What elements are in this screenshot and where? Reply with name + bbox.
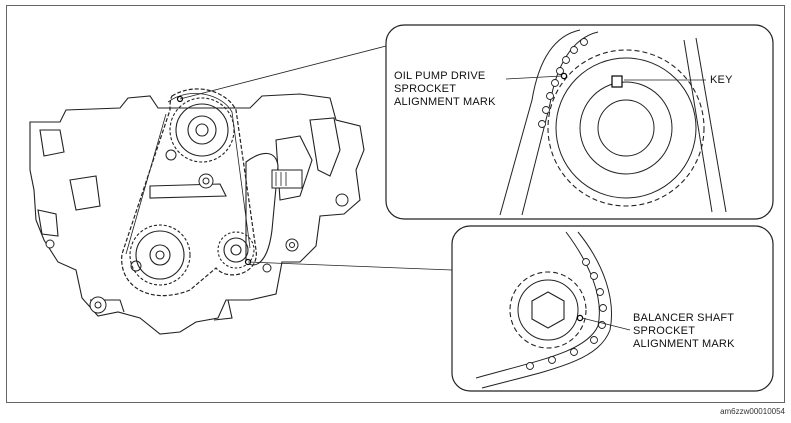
timing-chain (121, 88, 257, 297)
oil-pump-mark-inset (560, 72, 568, 80)
engine-block (29, 93, 365, 335)
leader-lines (179, 45, 453, 271)
balancer-label-line3: ALIGNMENT MARK (633, 338, 735, 350)
top-inset (385, 24, 774, 220)
figure-code: am6zzw00010054 (720, 407, 785, 416)
oil-pump-label: OIL PUMP DRIVE SPROCKET ALIGNMENT MARK (394, 70, 496, 109)
oil-pump-label-line2: SPROCKET (394, 83, 457, 95)
balancer-label: BALANCER SHAFT SPROCKET ALIGNMENT MARK (633, 312, 735, 351)
balancer-label-line1: BALANCER SHAFT (633, 312, 735, 324)
figure-frame (6, 5, 785, 403)
tensioner-body (271, 169, 303, 189)
oil-pump-label-line3: ALIGNMENT MARK (394, 96, 496, 108)
balancer-label-line2: SPROCKET (633, 325, 696, 337)
key-slot (611, 75, 623, 88)
key-label: KEY (710, 74, 733, 86)
bottom-inset (451, 225, 774, 392)
engine-bolts (45, 149, 349, 314)
balancer-mark-inset (576, 314, 584, 322)
crank-sprocket (129, 224, 191, 286)
oil-pump-label-line1: OIL PUMP DRIVE (394, 70, 486, 82)
balancer-sprocket-small (217, 231, 255, 269)
